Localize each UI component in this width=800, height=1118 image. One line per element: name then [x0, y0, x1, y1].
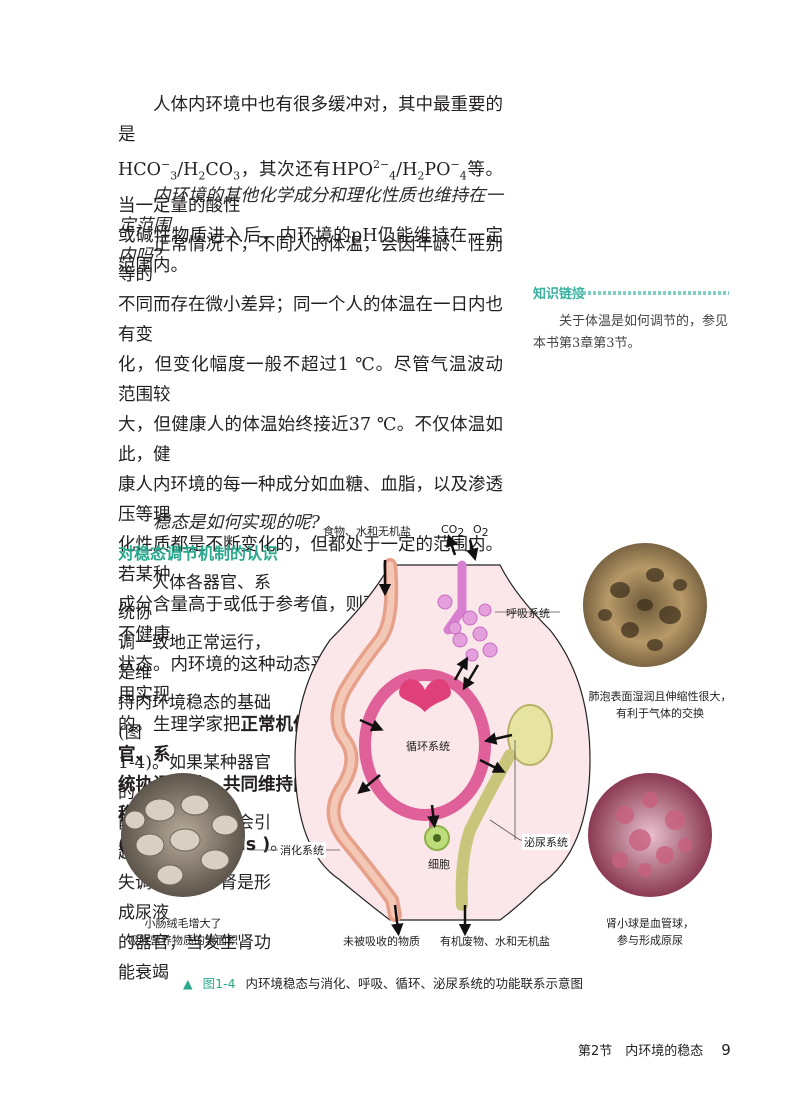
label-urinary: 泌尿系统 — [522, 834, 570, 850]
text-line: 大，但健康人的体温始终接近37 ℃。不仅体温如此，健 — [118, 415, 503, 465]
figure-caption-text: 内环境稳态与消化、呼吸、循环、泌尿系统的功能联系示意图 — [245, 976, 584, 991]
text-line: 或碱性物质进入后，内环境的pH仍能维持在一定范围内。 — [118, 226, 503, 277]
page-number: 9 — [721, 1041, 731, 1059]
text-line: 调一致地正常运行，是维 — [118, 633, 271, 683]
sidebar-text: 关于体温是如何调节的，参见本书第3章第3节。 — [533, 314, 729, 351]
figure-number: 图1-4 — [202, 976, 236, 991]
text-line: 康人内环境的每一种成分如血糖、血脂，以及渗透压等理 — [118, 475, 503, 525]
label-food: 食物、水和无机盐 — [323, 525, 411, 538]
text-line: 人体各器官、系统协 — [118, 573, 271, 623]
question-2: 稳态是如何实现的呢? — [118, 508, 503, 538]
paragraph-buffer-pairs: 人体内环境中也有很多缓冲对，其中最重要的是 HCO−3/H2CO3，其次还有HP… — [118, 90, 503, 281]
text-line: 的器官，当发生肾功能衰竭 — [118, 933, 271, 983]
glomerulus-photo — [588, 773, 712, 897]
label-circulatory: 循环系统 — [406, 740, 450, 753]
label-unabsorbed: 未被吸收的物质 — [343, 935, 420, 948]
question-1: 内环境的其他化学成分和理化性质也维持在一定范围 内吗? — [118, 181, 503, 271]
sidebar-title: 知识链接 — [533, 287, 586, 302]
text-line: HCO−3/H2CO3，其次还有HPO2−4/H2PO−4等。当一定量的酸性 — [118, 158, 503, 217]
figure-caption: ▲ 图1-4 内环境稳态与消化、呼吸、循环、泌尿系统的功能联系示意图 — [183, 973, 583, 992]
text-line: 1-4)。如果某种器官的功 — [118, 753, 272, 803]
alveoli-photo — [583, 543, 707, 667]
text-line: 稳态是如何实现的呢? — [153, 513, 320, 533]
text-line: 不同而存在微小差异；同一个人的体温在一日内也有变 — [118, 295, 503, 345]
note-alveoli: 肺泡表面湿润且伸缩性很大，有利于气体的交换 — [588, 690, 732, 720]
label-co2: CO2 — [441, 523, 465, 540]
text-line: 能出现障碍，就会引起稳态 — [118, 813, 271, 863]
text-line: 内吗? — [118, 246, 163, 266]
text-line: 化性质都是不断变化的，但都处于一定的范围内。若某种 — [118, 535, 503, 585]
triangle-icon: ▲ — [183, 976, 193, 991]
kidney-shape — [507, 704, 553, 766]
label-o2: O2 — [473, 523, 489, 540]
label-digestive: 消化系统 — [278, 842, 326, 858]
sidebar-divider — [573, 291, 729, 295]
page-footer: 第2节 内环境的稳态 9 — [578, 1040, 731, 1059]
text-line: 正常情况下，不同人的体温，会因年龄、性别等的 — [118, 235, 503, 285]
section-heading: 对稳态调节机制的认识 — [118, 544, 279, 563]
label-waste: 有机废物、水和无机盐 — [440, 935, 550, 948]
text-line: 内环境的其他化学成分和理化性质也维持在一定范围 — [118, 186, 503, 236]
note-glomerulus: 肾小球是血管球，参与形成原尿 — [606, 917, 694, 947]
note-villi: 小肠绒毛增大了吸收营养物质的表面积 — [128, 917, 238, 947]
footer-section: 第2节 内环境的稳态 — [578, 1044, 704, 1059]
label-respiratory: 呼吸系统 — [506, 607, 550, 620]
label-cell: 细胞 — [428, 858, 450, 871]
text-line: 化，但变化幅度一般不超过1 ℃。尽管气温波动范围较 — [118, 355, 503, 405]
text-line: 人体内环境中也有很多缓冲对，其中最重要的是 — [118, 95, 503, 145]
text-line: 持内环境稳态的基础(图 — [118, 693, 271, 743]
